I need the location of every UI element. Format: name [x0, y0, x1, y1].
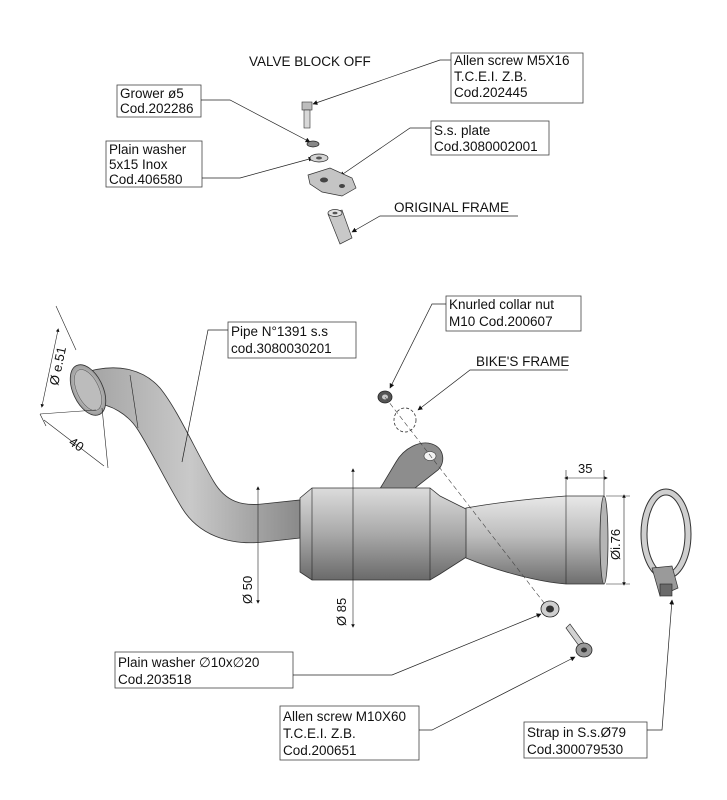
allen-screw-m5-part [301, 101, 313, 129]
svg-text:Cod.202445: Cod.202445 [454, 85, 528, 100]
svg-text:Pipe N°1391 s.s: Pipe N°1391 s.s [231, 324, 328, 339]
allen-screw-m10-label: Allen screw M10X60 T.C.E.I. Z.B. Cod.200… [279, 656, 576, 761]
svg-text:Cod.300079530: Cod.300079530 [527, 742, 623, 757]
exhaust-outlet-cone [465, 495, 609, 585]
svg-text:Knurled collar nut: Knurled collar nut [449, 297, 554, 312]
svg-text:35: 35 [578, 461, 592, 476]
svg-text:T.C.E.I. Z.B.: T.C.E.I. Z.B. [454, 69, 527, 84]
dimension-inlet-length: 40 [39, 407, 109, 469]
strap-clamp-part [640, 488, 692, 597]
original-frame-part [327, 209, 353, 245]
strap-label: Strap in S.s.Ø79 Cod.300079530 [523, 599, 675, 759]
plain-washer-5x15-label: Plain washer 5x15 Inox Cod.406580 [105, 140, 314, 188]
bikes-frame-label: BIKE'S FRAME [417, 354, 569, 411]
svg-text:M10 Cod.200607: M10 Cod.200607 [449, 314, 553, 329]
svg-text:Allen screw M10X60: Allen screw M10X60 [283, 709, 406, 724]
grower-part [306, 140, 320, 148]
svg-text:Allen screw M5X16: Allen screw M5X16 [454, 53, 570, 68]
svg-text:5x15 Inox: 5x15 Inox [109, 157, 168, 172]
valve-block-title: VALVE BLOCK OFF [249, 54, 371, 69]
dimension-outlet-length: 35 [564, 461, 608, 496]
svg-text:Strap in S.s.Ø79: Strap in S.s.Ø79 [527, 725, 626, 740]
dimension-body-diameter: Ø 85 [334, 468, 355, 628]
svg-text:BIKE'S FRAME: BIKE'S FRAME [476, 354, 569, 369]
dimension-pipe-diameter: Ø 50 [240, 486, 260, 604]
svg-text:cod.3080030201: cod.3080030201 [231, 341, 332, 356]
pipe-label: Pipe N°1391 s.s cod.3080030201 [181, 321, 357, 463]
svg-text:T.C.E.I. Z.B.: T.C.E.I. Z.B. [283, 726, 356, 741]
exhaust-silencer-body [299, 487, 469, 581]
svg-text:Cod.406580: Cod.406580 [109, 172, 183, 187]
plain-washer-10x20-label: Plain washer ∅10x∅20 Cod.203518 [114, 613, 542, 689]
original-frame-label: ORIGINAL FRAME [351, 200, 518, 233]
svg-text:Grower ø5: Grower ø5 [120, 86, 184, 101]
svg-text:Cod.3080002001: Cod.3080002001 [434, 139, 538, 154]
knurled-collar-nut-label: Knurled collar nut M10 Cod.200607 [389, 295, 582, 389]
dimension-outlet-diameter: Øi.76 [606, 494, 630, 586]
allen-screw-m5-label: Allen screw M5X16 T.C.E.I. Z.B. Cod.2024… [312, 52, 584, 105]
svg-text:Ø e.51: Ø e.51 [46, 345, 69, 386]
svg-text:Cod.202286: Cod.202286 [120, 101, 194, 116]
svg-text:Plain washer ∅10x∅20: Plain washer ∅10x∅20 [118, 655, 259, 670]
svg-text:ORIGINAL FRAME: ORIGINAL FRAME [394, 200, 509, 215]
svg-text:Øi.76: Øi.76 [608, 529, 623, 560]
svg-text:Plain washer: Plain washer [109, 142, 187, 157]
ss-plate-label: S.s. plate Cod.3080002001 [339, 120, 550, 177]
svg-text:S.s. plate: S.s. plate [434, 123, 490, 138]
svg-text:Ø 85: Ø 85 [334, 598, 349, 626]
grower-label: Grower ø5 Cod.202286 [116, 84, 311, 143]
bikes-frame-marker [384, 396, 549, 609]
plain-washer-5x15-part [309, 153, 329, 163]
svg-text:Cod.203518: Cod.203518 [118, 672, 192, 687]
ss-plate-part [307, 167, 357, 197]
exhaust-pipe-inlet [69, 364, 301, 544]
plain-washer-10x20-part [540, 600, 560, 618]
svg-text:Ø 50: Ø 50 [240, 576, 255, 604]
mounting-bracket [377, 442, 444, 493]
svg-text:Cod.200651: Cod.200651 [283, 743, 357, 758]
allen-screw-m10-part [565, 623, 593, 658]
svg-text:40: 40 [66, 434, 86, 455]
